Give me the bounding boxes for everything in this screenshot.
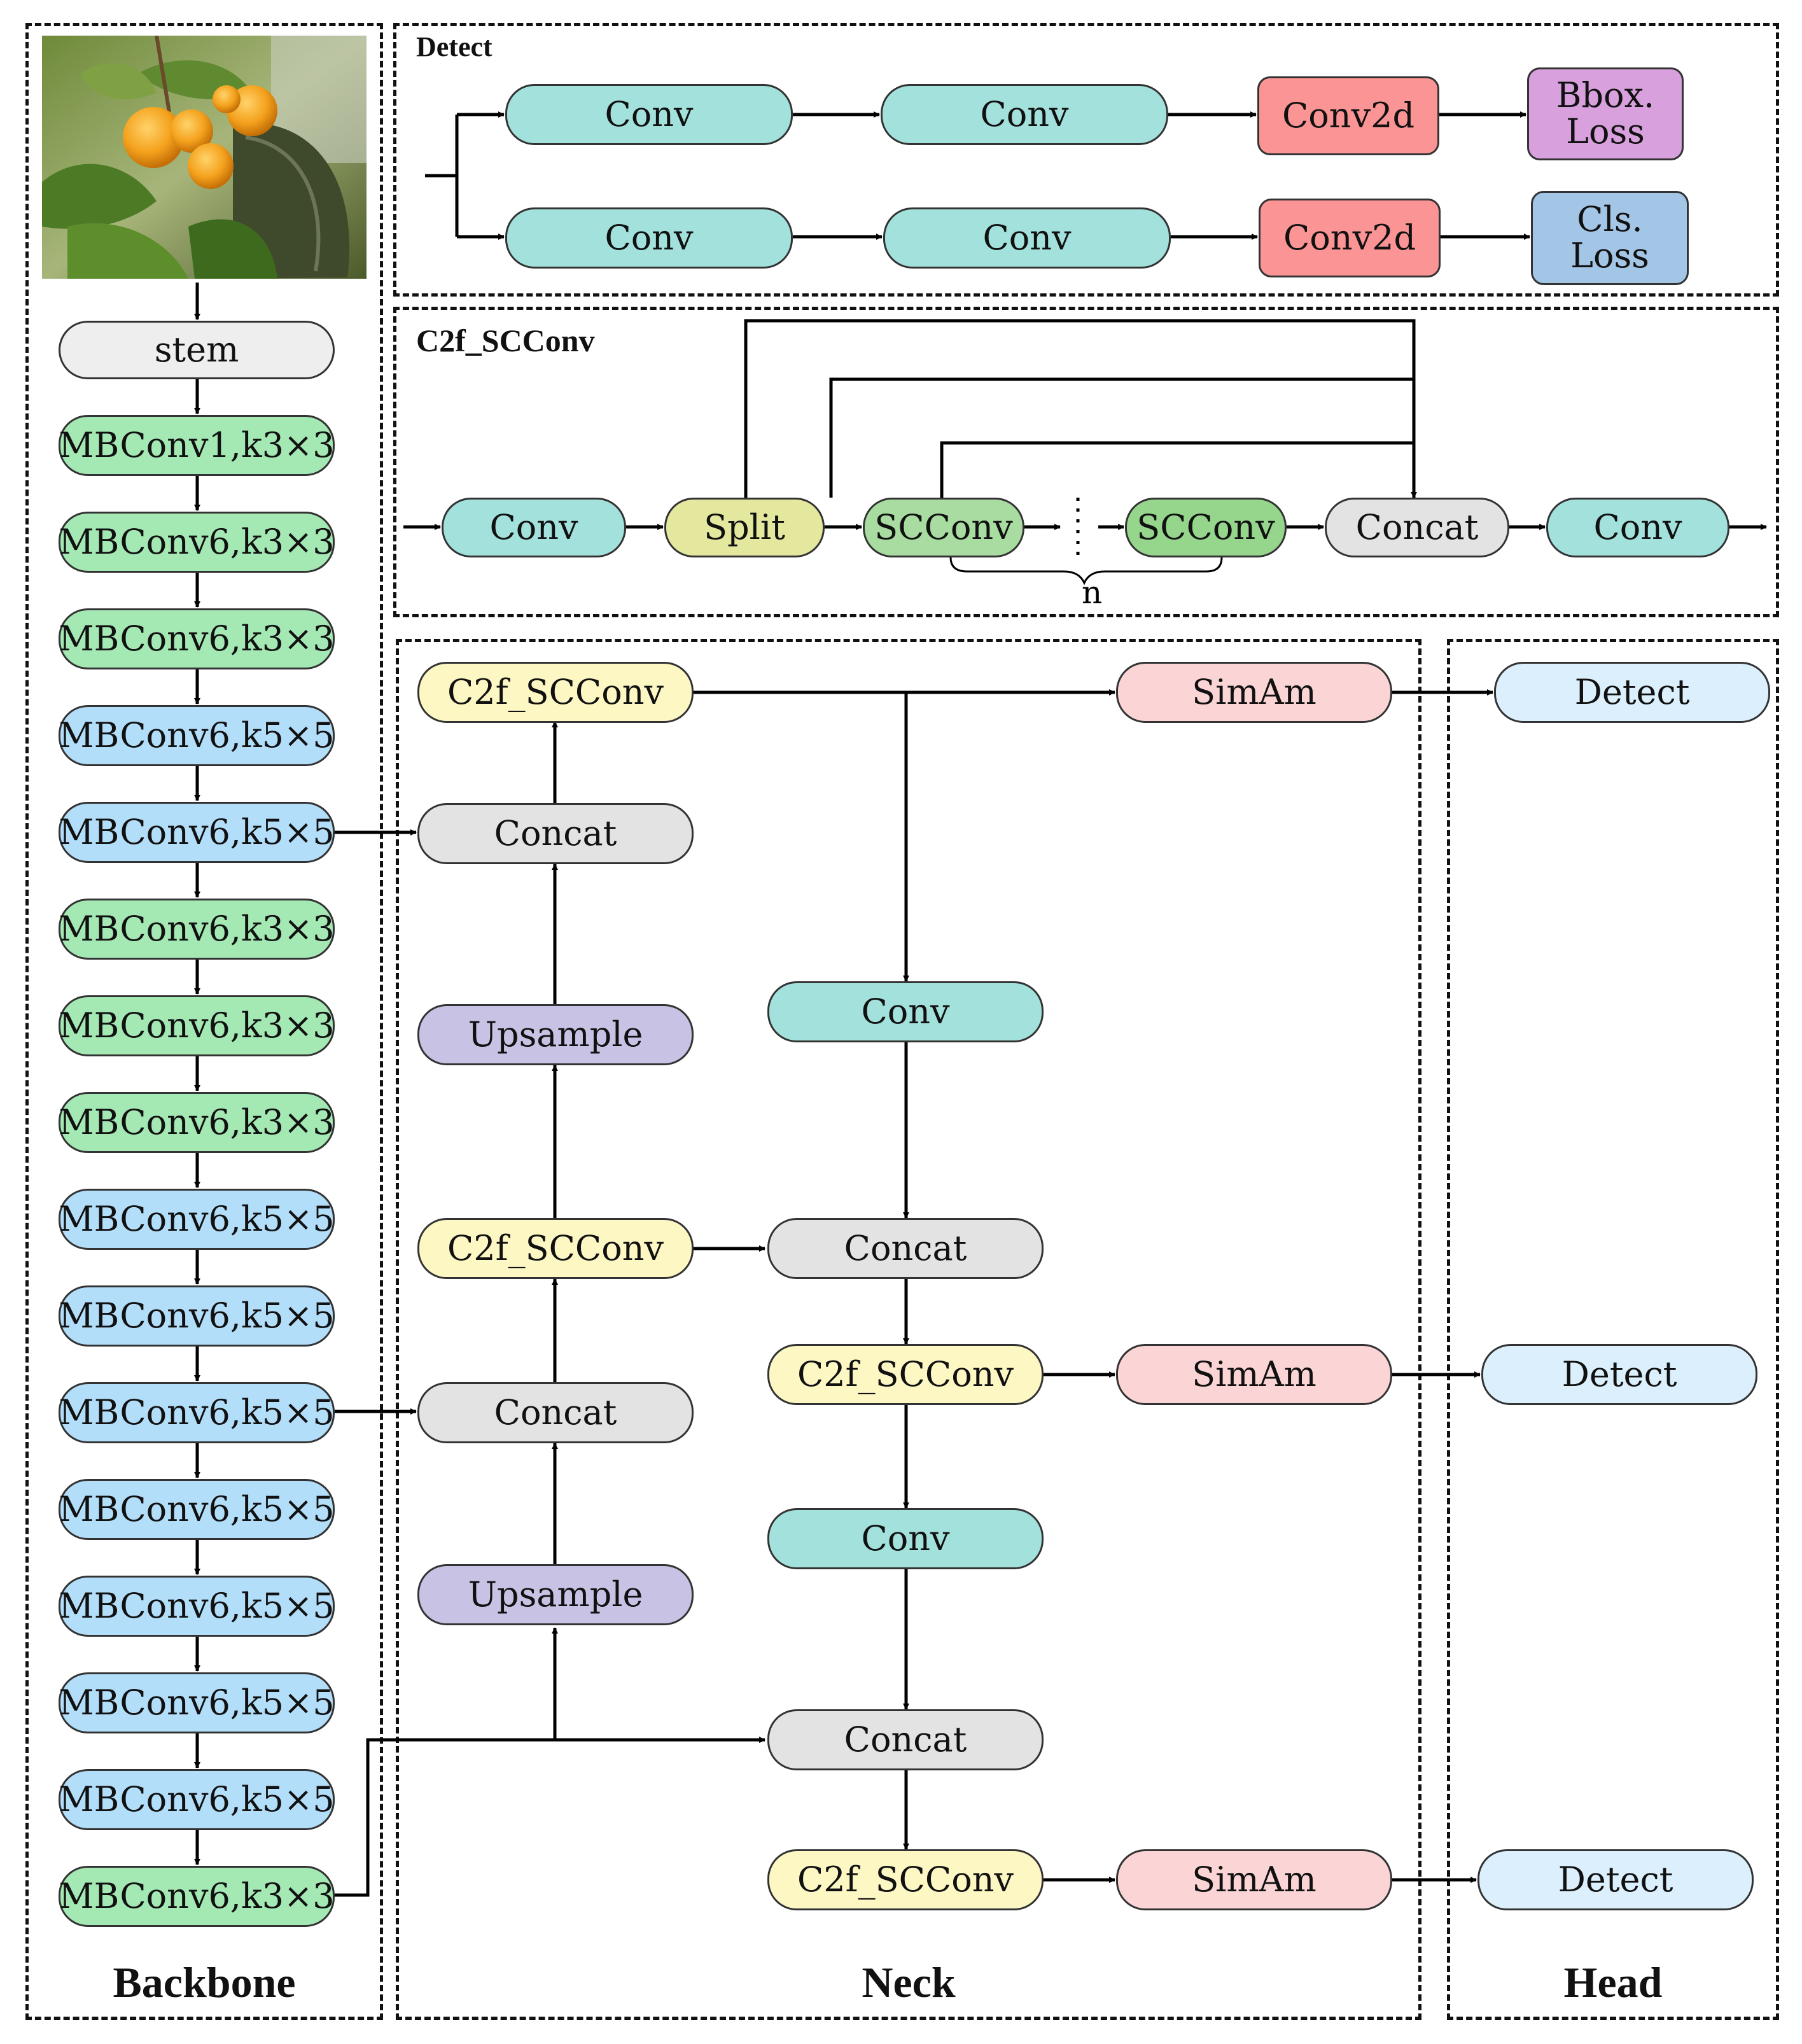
head-frame — [1447, 639, 1779, 2020]
mbconv-block: MBConv6,k5×5 — [59, 1769, 335, 1830]
neck-conv-2: Conv — [767, 1508, 1044, 1569]
c2f-conv-out: Conv — [1546, 498, 1729, 557]
mbconv-block: MBConv6,k3×3 — [59, 899, 335, 960]
c2f-scconv-b: SCConv — [1125, 498, 1287, 557]
neck-c2f-bottom: C2f_SCConv — [767, 1849, 1044, 1910]
detect-block-title: Detect — [416, 31, 492, 62]
detect-conv-2: Conv — [881, 84, 1168, 145]
c2f-concat: Concat — [1325, 498, 1509, 557]
mbconv-block: MBConv6,k3×3 — [59, 1866, 335, 1927]
c2f-conv-in: Conv — [442, 498, 626, 557]
neck-upsample-top: Upsample — [417, 1004, 694, 1065]
mbconv-block: MBConv6,k3×3 — [59, 512, 335, 573]
neck-upsample-bottom: Upsample — [417, 1564, 694, 1625]
mbconv-block: MBConv6,k5×5 — [59, 705, 335, 766]
mbconv-block: MBConv6,k5×5 — [59, 1382, 335, 1443]
detect-conv2d-2: Conv2d — [1259, 199, 1441, 277]
c2f-split: Split — [664, 498, 825, 557]
simam-3: SimAm — [1116, 1849, 1392, 1910]
neck-concat-top: Concat — [417, 803, 694, 864]
bbox-loss-label: Bbox.Loss — [1556, 75, 1655, 151]
repeat-count-label: n — [1082, 574, 1103, 611]
neck-frame — [396, 639, 1421, 2020]
mbconv-block: MBConv6,k5×5 — [59, 1285, 335, 1347]
neck-c2f-top: C2f_SCConv — [417, 662, 694, 723]
mbconv-block: MBConv6,k3×3 — [59, 995, 335, 1056]
c2f-block-title: C2f_SCConv — [416, 323, 595, 358]
simam-1: SimAm — [1116, 662, 1392, 723]
mbconv-block: MBConv6,k3×3 — [59, 608, 335, 669]
cls-loss-label: Cls.Loss — [1570, 199, 1649, 276]
bbox-loss: Bbox.Loss — [1527, 67, 1684, 160]
mbconv-block: MBConv6,k5×5 — [59, 1672, 335, 1733]
head-detect-2: Detect — [1481, 1344, 1757, 1405]
neck-concat-mid-right: Concat — [767, 1218, 1044, 1279]
loquat-photo — [42, 36, 367, 279]
detect-conv-4: Conv — [883, 207, 1171, 269]
backbone-frame — [25, 23, 383, 2020]
head-detect-3: Detect — [1477, 1849, 1754, 1910]
mbconv-block: MBConv6,k5×5 — [59, 1479, 335, 1540]
neck-title: Neck — [862, 1958, 956, 2006]
detect-conv2d-1: Conv2d — [1257, 76, 1439, 155]
mbconv-block: MBConv6,k5×5 — [59, 1189, 335, 1250]
c2f-scconv-frame — [393, 307, 1779, 617]
neck-c2f-mid-left: C2f_SCConv — [417, 1218, 694, 1279]
backbone-title: Backbone — [113, 1958, 296, 2006]
cls-loss: Cls.Loss — [1531, 191, 1689, 285]
simam-2: SimAm — [1116, 1344, 1392, 1405]
detect-frame — [393, 23, 1779, 297]
stem-block: stem — [59, 321, 335, 379]
neck-concat-mid-left: Concat — [417, 1382, 694, 1443]
neck-conv-1: Conv — [767, 981, 1044, 1042]
detect-conv-3: Conv — [505, 207, 793, 269]
mbconv-block: MBConv6,k5×5 — [59, 1576, 335, 1637]
mbconv-block: MBConv6,k5×5 — [59, 802, 335, 863]
head-title: Head — [1563, 1958, 1663, 2006]
mbconv-block: MBConv1,k3×3 — [59, 415, 335, 476]
neck-concat-bottom: Concat — [767, 1709, 1044, 1770]
mbconv-block: MBConv6,k3×3 — [59, 1092, 335, 1153]
c2f-scconv-a: SCConv — [863, 498, 1024, 557]
head-detect-1: Detect — [1494, 662, 1770, 723]
neck-c2f-mid-right: C2f_SCConv — [767, 1344, 1044, 1405]
detect-conv-1: Conv — [505, 84, 793, 145]
